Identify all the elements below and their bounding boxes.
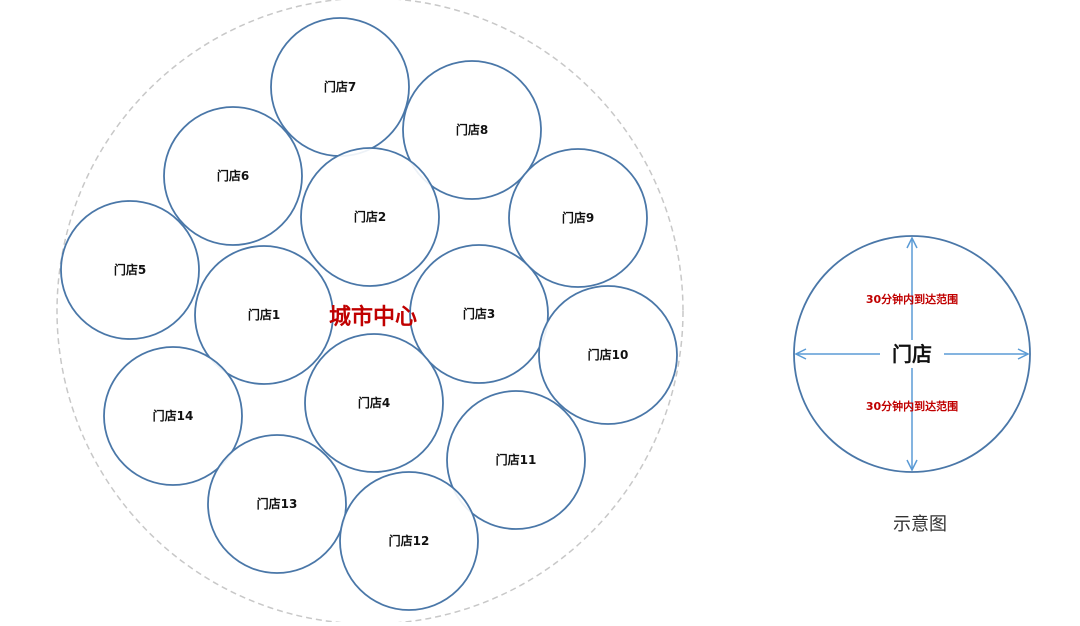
- store-5-circle: [60, 200, 200, 340]
- store-8-label: 门店8: [456, 122, 488, 137]
- store-6-circle: [163, 106, 303, 246]
- store-12-node: 门店12: [339, 471, 479, 611]
- store-8-node: 门店8: [402, 60, 542, 200]
- store-4-node: 门店4: [304, 333, 444, 473]
- store-14-label: 门店14: [153, 408, 194, 423]
- store-10-node: 门店10: [538, 285, 678, 425]
- store-6-node: 门店6: [163, 106, 303, 246]
- store-12-circle: [339, 471, 479, 611]
- legend-range-top: 30分钟内到达范围: [866, 292, 958, 306]
- store-1-label: 门店1: [248, 307, 280, 322]
- store-9-node: 门店9: [508, 148, 648, 288]
- city-center-label: 城市中心: [329, 304, 417, 330]
- legend-store-circle: [793, 235, 1031, 473]
- store-8-circle: [402, 60, 542, 200]
- store-9-circle: [508, 148, 648, 288]
- legend-caption: 示意图: [893, 514, 947, 535]
- store-7-node: 门店7: [270, 17, 410, 157]
- store-10-circle: [538, 285, 678, 425]
- store-4-circle: [304, 333, 444, 473]
- store-10-label: 门店10: [588, 347, 629, 362]
- legend-range-bottom: 30分钟内到达范围: [866, 399, 958, 413]
- legend-store-label: 门店: [892, 342, 932, 366]
- store-2-circle: [300, 147, 440, 287]
- store-13-circle: [207, 434, 347, 574]
- store-5-label: 门店5: [114, 262, 146, 277]
- store-7-label: 门店7: [324, 79, 356, 94]
- store-11-node: 门店11: [446, 390, 586, 530]
- store-3-label: 门店3: [463, 306, 495, 321]
- store-1-node: 门店1: [194, 245, 334, 385]
- store-1-circle: [194, 245, 334, 385]
- store-circles: 门店7 门店8 门店6 门店2 门店9 门店5 门店1 门店3 门店10 门店4 门店14 门店11 门…: [60, 17, 678, 611]
- store-4-label: 门店4: [358, 395, 390, 410]
- store-11-label: 门店11: [496, 452, 537, 467]
- store-2-label: 门店2: [354, 209, 386, 224]
- store-11-circle: [446, 390, 586, 530]
- store-13-node: 门店13: [207, 434, 347, 574]
- store-9-label: 门店9: [562, 210, 594, 225]
- store-14-node: 门店14: [103, 346, 243, 486]
- store-5-node: 门店5: [60, 200, 200, 340]
- store-12-label: 门店12: [389, 533, 430, 548]
- store-14-circle: [103, 346, 243, 486]
- legend: 门店 30分钟内到达范围 30分钟内到达范围 示意图: [793, 235, 1031, 535]
- store-2-node: 门店2: [300, 147, 440, 287]
- store-13-label: 门店13: [257, 496, 298, 511]
- store-3-node: 门店3: [409, 244, 549, 384]
- store-6-label: 门店6: [217, 168, 249, 183]
- store-3-circle: [409, 244, 549, 384]
